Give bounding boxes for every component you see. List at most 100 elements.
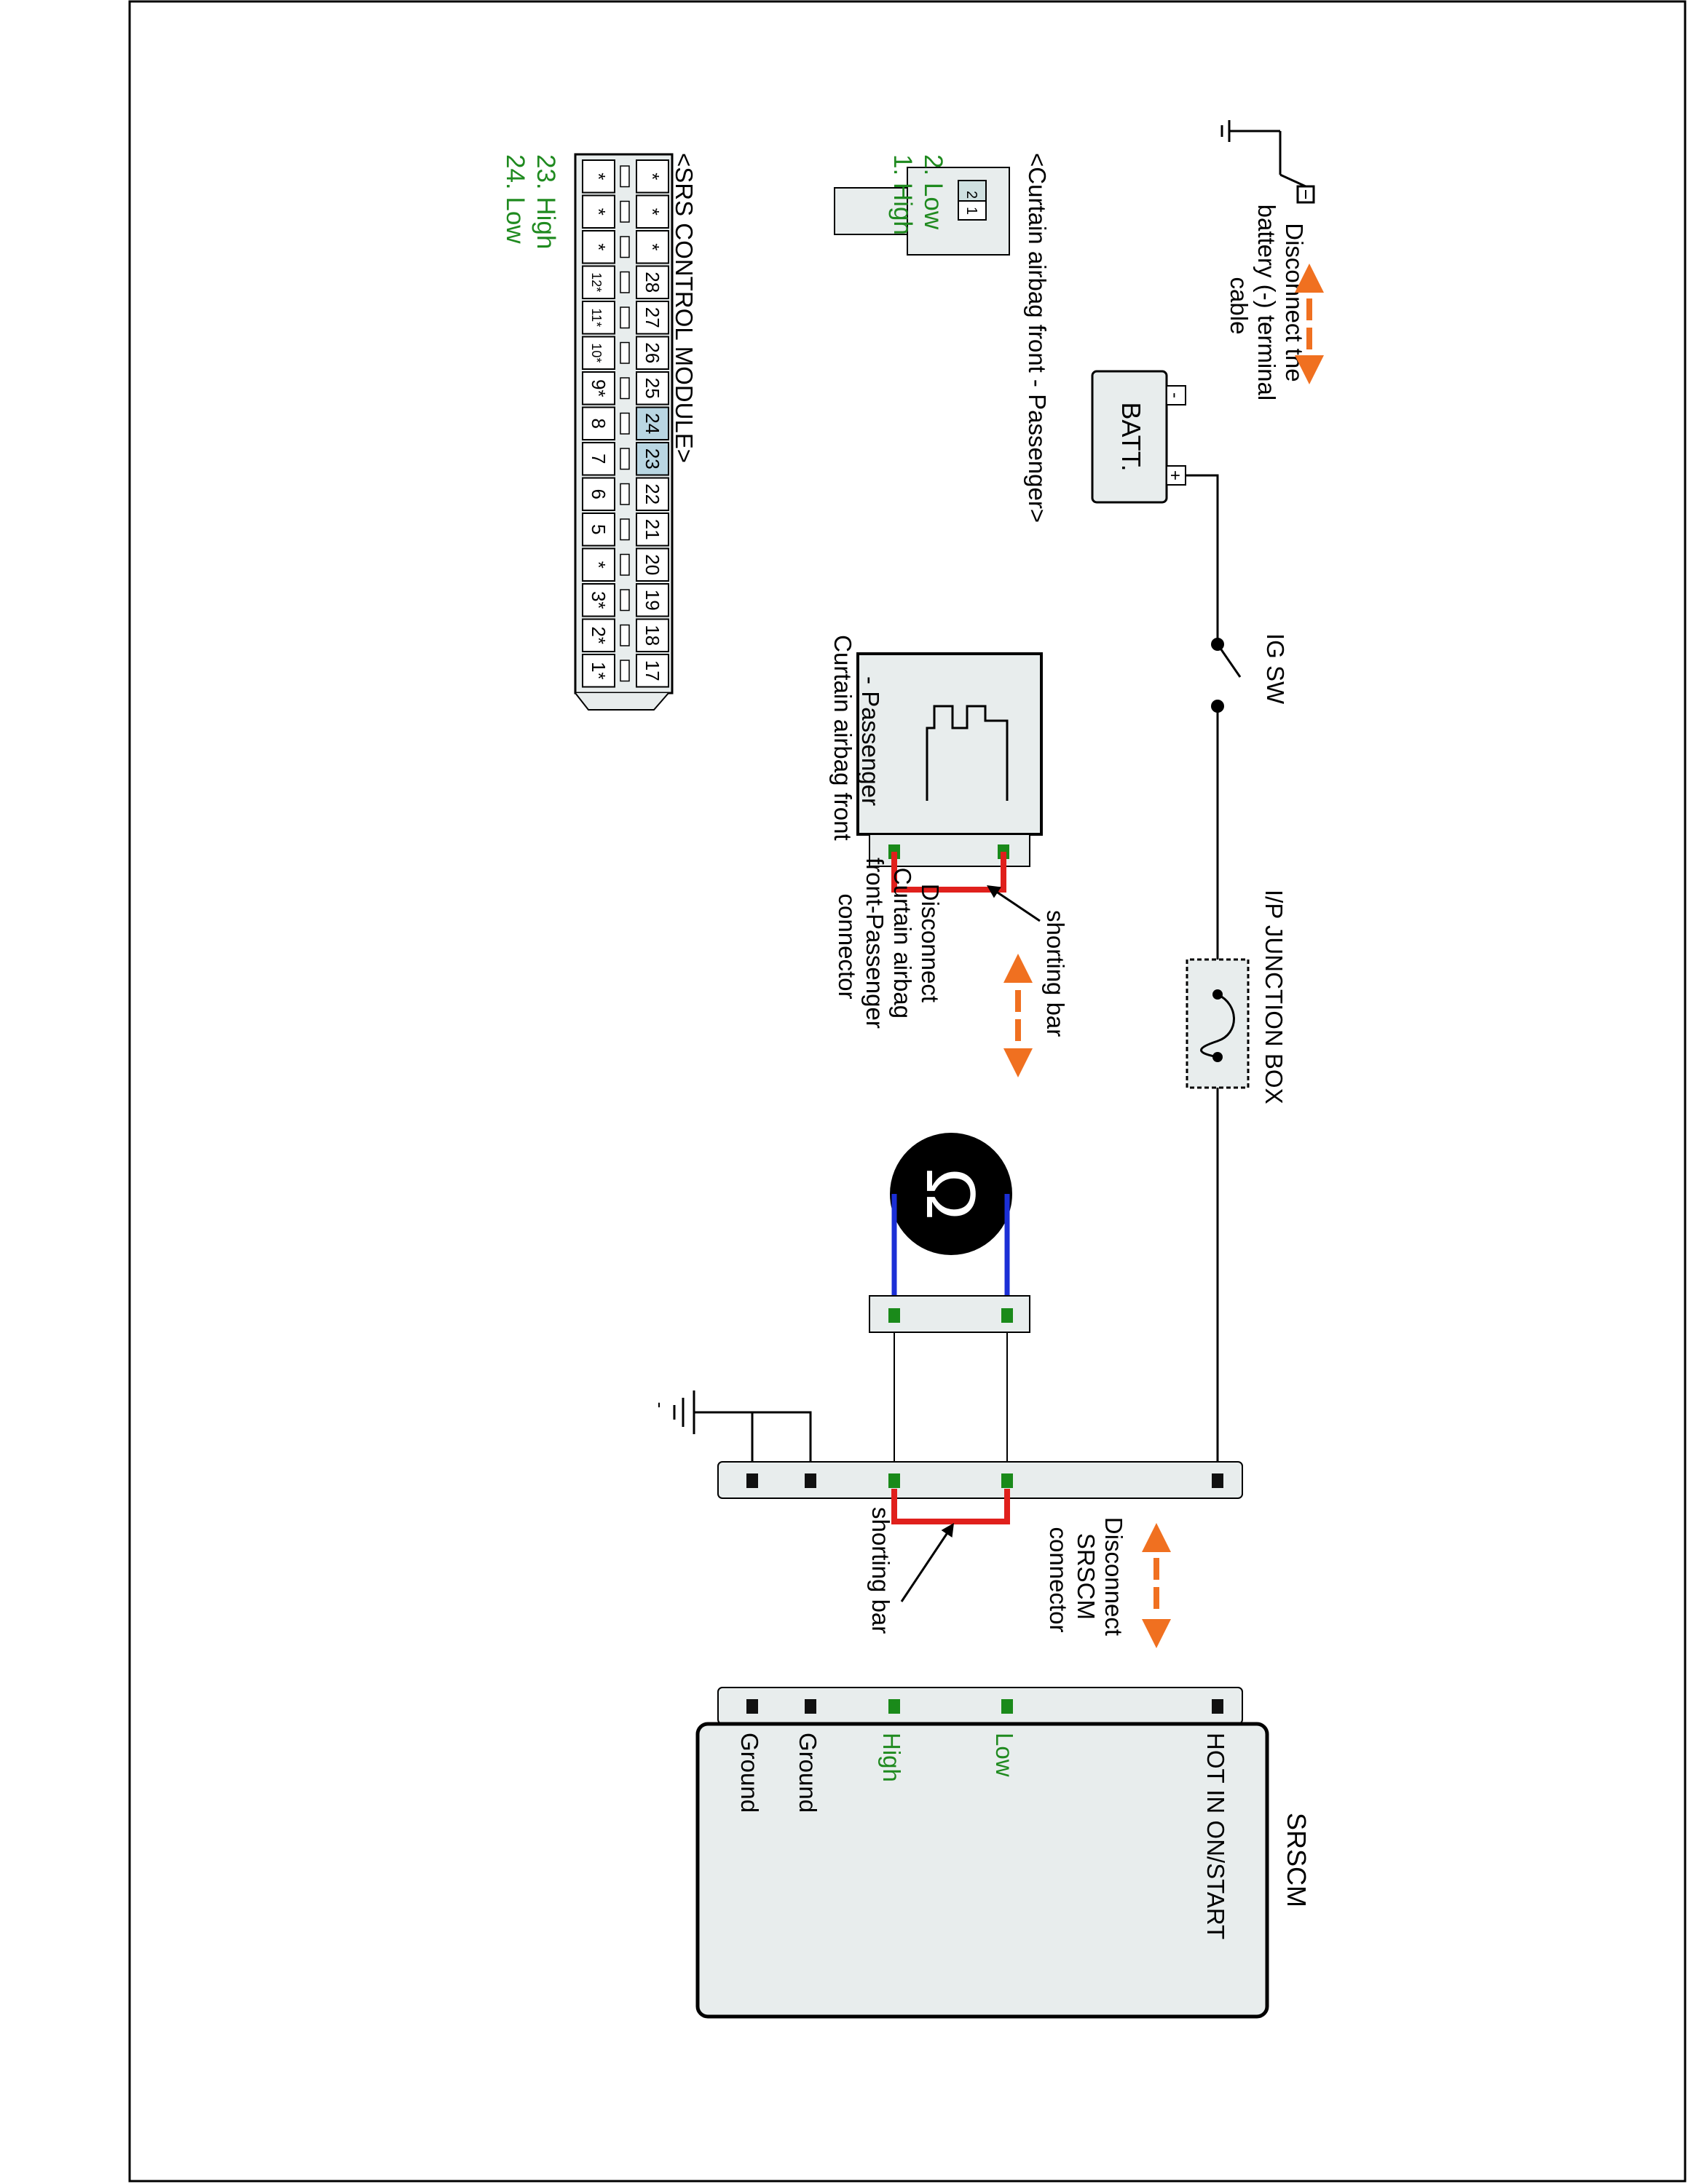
srs-pin-cell — [582, 547, 615, 582]
srs-pin-label: 6 — [588, 489, 610, 499]
srs-pin-cell — [636, 583, 669, 617]
srs-slot-marker — [620, 483, 630, 505]
srs-pin-cell — [582, 301, 615, 335]
srs-slot-marker — [620, 341, 630, 364]
srs-pin-label: 2* — [588, 626, 610, 644]
srscm-shorting-bar — [891, 1489, 1010, 1524]
srs-pin-label: 27 — [642, 307, 663, 328]
srs-pin-cell — [636, 513, 669, 547]
srs-pin-label: * — [588, 561, 610, 569]
srscm-terminal-hot: HOT IN ON/START — [1202, 1733, 1229, 1939]
battery-box — [1091, 370, 1168, 504]
harness-pin-low — [1001, 1473, 1013, 1488]
srs-pin-label: 12* — [589, 272, 604, 292]
srs-pin-cell — [582, 159, 615, 194]
ip-junction-box — [1186, 958, 1250, 1089]
shorting-bar-pointer-top — [987, 885, 1041, 922]
srs-pin-cell — [582, 583, 615, 617]
curtain-pin-number-1: 1 — [963, 207, 979, 215]
srs-slot-marker — [620, 518, 630, 541]
srs-pin-label: 22 — [642, 483, 663, 505]
srs-pin-label: * — [588, 243, 610, 250]
srs-pin-label: 28 — [642, 272, 663, 293]
srs-pins-list: 23. High 24. Low — [501, 154, 560, 256]
srs-slot-marker — [620, 165, 630, 188]
clock-pin-low — [1001, 1308, 1013, 1323]
battery-minus-sign: - — [1165, 392, 1185, 398]
srs-slot-marker — [620, 271, 630, 293]
srs-pin-label: 19 — [642, 590, 663, 611]
srs-pin-label: 3* — [588, 591, 610, 609]
ig-switch-blade — [1216, 644, 1242, 678]
srs-pin-cell — [636, 406, 669, 440]
srs-pin-cell — [582, 442, 615, 476]
srscm-pin-low — [1001, 1699, 1013, 1714]
shorting-bar-label-top: shorting bar — [1042, 910, 1069, 1037]
srs-pin-label: * — [588, 173, 610, 180]
srs-pin-cell — [636, 654, 669, 688]
srs-pin-cell — [636, 477, 669, 511]
srs-slot-marker — [620, 660, 630, 682]
ground-minus-sign: - — [650, 1402, 671, 1409]
srscm-pin-hot — [1212, 1699, 1223, 1714]
srs-pin-label: 23 — [642, 448, 663, 470]
fuse-pin-2 — [1212, 1052, 1223, 1062]
srs-pin-cell — [636, 301, 669, 335]
srscm-terminal-low: Low — [991, 1733, 1018, 1777]
srs-pin-cell — [636, 442, 669, 476]
ip-junction-box-label: I/P JUNCTION BOX — [1261, 890, 1287, 1104]
srs-pin-cell — [582, 371, 615, 405]
srs-connector-lock-tab — [575, 692, 669, 711]
clock-spring-circle — [890, 1133, 1012, 1255]
srscm-terminal-high: High — [878, 1733, 905, 1782]
rotated-drawing: Disconnect the battery (-) terminal cabl… — [501, 120, 1324, 2019]
srs-pin-cell — [582, 265, 615, 299]
curtain-connector-drawing — [834, 167, 1010, 256]
clock-pin-high — [888, 1308, 900, 1323]
srs-connector-grid: ***12*11*10*9*8765*3*2*1****282726252423… — [575, 159, 669, 711]
srs-slot-marker — [620, 306, 630, 329]
srs-pin-cell — [582, 336, 615, 370]
srscm-pin-high — [888, 1699, 900, 1714]
srscm-pin-ground-1 — [805, 1699, 816, 1714]
srs-pin-cell — [636, 371, 669, 405]
harness-pin-ground-2 — [746, 1473, 758, 1488]
battery-plus-sign: + — [1165, 470, 1185, 480]
srs-pin-cell — [582, 618, 615, 652]
curtain-pins-list: 1. High 2. Low — [888, 154, 947, 242]
srs-pin-label: 8 — [588, 419, 610, 429]
fuse-pin-1 — [1212, 989, 1223, 1000]
curtain-airbag-symbol — [926, 705, 1009, 801]
srscm-terminal-ground-2: Ground — [736, 1733, 763, 1813]
clock-spring-symbol: Ω — [912, 1168, 990, 1220]
srs-pin-label: 1* — [588, 662, 610, 680]
disconnect-curtain-label: Disconnect Curtain airbag front-Passenge… — [834, 858, 944, 1035]
srs-pin-label: 25 — [642, 378, 663, 399]
page-frame — [128, 0, 1687, 2183]
curtain-shorting-bar — [891, 852, 1006, 893]
srscm-title: SRSCM — [1282, 1813, 1312, 1907]
battery-label: BATT. — [1116, 402, 1146, 471]
srs-pin-cell — [636, 159, 669, 194]
harness-pin-hot — [1212, 1473, 1223, 1488]
ig-sw-label: IG SW — [1262, 633, 1289, 705]
srs-pin-cell — [582, 194, 615, 229]
srs-pin-label: 26 — [642, 342, 663, 363]
shorting-bar-label-bottom: shorting bar — [867, 1507, 894, 1634]
srscm-pin-ground-2 — [746, 1699, 758, 1714]
srs-pin-cell — [636, 194, 669, 229]
srs-pin-label: 7 — [588, 454, 610, 464]
srs-pin-label: 18 — [642, 625, 663, 646]
srscm-module-box — [695, 1722, 1269, 2019]
srscm-harness-connector — [717, 1461, 1243, 1499]
srs-pin-label: 5 — [588, 524, 610, 534]
harness-pin-high — [888, 1473, 900, 1488]
curtain-airbag-label: Curtain airbag front - Passenger — [829, 635, 884, 847]
srs-pin-label: 17 — [642, 660, 663, 681]
curtain-airbag-box — [856, 652, 1043, 836]
srs-slot-marker — [620, 236, 630, 258]
battery-ground-symbol — [1220, 120, 1282, 175]
srs-pin-label: * — [642, 173, 663, 180]
battery-minus-terminal — [1166, 385, 1186, 405]
